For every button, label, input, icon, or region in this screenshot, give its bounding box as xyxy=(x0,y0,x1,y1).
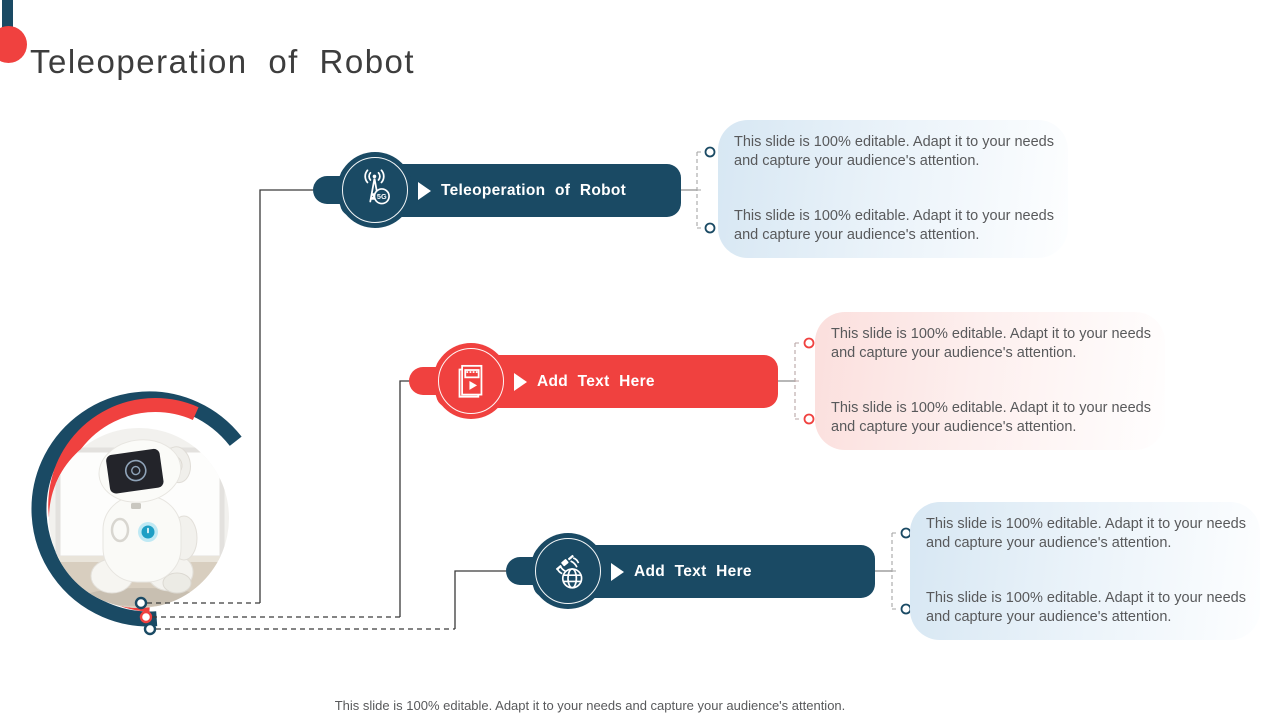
satellite-globe-icon xyxy=(555,554,583,589)
node-badge xyxy=(433,343,509,419)
textbox-2[interactable]: This slide is 100% editable. Adapt it to… xyxy=(815,312,1165,450)
node-label[interactable]: Add Text Here xyxy=(537,372,655,390)
hub-dashed-lines xyxy=(147,602,455,630)
textbox-paragraph[interactable]: This slide is 100% editable. Adapt it to… xyxy=(734,208,1054,243)
textbox-paragraph[interactable]: This slide is 100% editable. Adapt it to… xyxy=(926,590,1246,625)
textbox-paragraph[interactable]: This slide is 100% editable. Adapt it to… xyxy=(926,516,1246,551)
hub-dot-1 xyxy=(134,596,148,610)
node-teleoperation-of-robot[interactable]: Teleoperation of Robot 5G xyxy=(313,152,681,228)
hub-dot-2 xyxy=(139,610,153,624)
textbox-paragraph[interactable]: This slide is 100% editable. Adapt it to… xyxy=(734,134,1054,169)
node-add-text-here-1[interactable]: Add Text Here xyxy=(409,343,778,419)
tree-lines xyxy=(259,189,506,629)
node-badge: 5G xyxy=(337,152,413,228)
video-document-icon xyxy=(458,364,483,398)
node-label[interactable]: Teleoperation of Robot xyxy=(441,181,627,199)
arrow-right-icon xyxy=(418,181,431,200)
node-badge xyxy=(530,533,606,609)
svg-text:5G: 5G xyxy=(377,192,387,201)
node-add-text-here-2[interactable]: Add Text Here xyxy=(506,533,875,609)
node-label[interactable]: Add Text Here xyxy=(634,562,752,580)
textbox-3[interactable]: This slide is 100% editable. Adapt it to… xyxy=(910,502,1260,640)
antenna-5g-icon: 5G xyxy=(364,169,390,205)
textbox-paragraph[interactable]: This slide is 100% editable. Adapt it to… xyxy=(831,326,1151,361)
textbox-paragraph[interactable]: This slide is 100% editable. Adapt it to… xyxy=(831,400,1151,435)
arrow-right-icon xyxy=(514,372,527,391)
hub-dot-3 xyxy=(143,622,157,636)
textbox-1[interactable]: This slide is 100% editable. Adapt it to… xyxy=(718,120,1068,258)
page-title[interactable]: Teleoperation of Robot xyxy=(30,43,416,81)
footer-note[interactable]: This slide is 100% editable. Adapt it to… xyxy=(334,698,846,713)
arrow-right-icon xyxy=(611,562,624,581)
